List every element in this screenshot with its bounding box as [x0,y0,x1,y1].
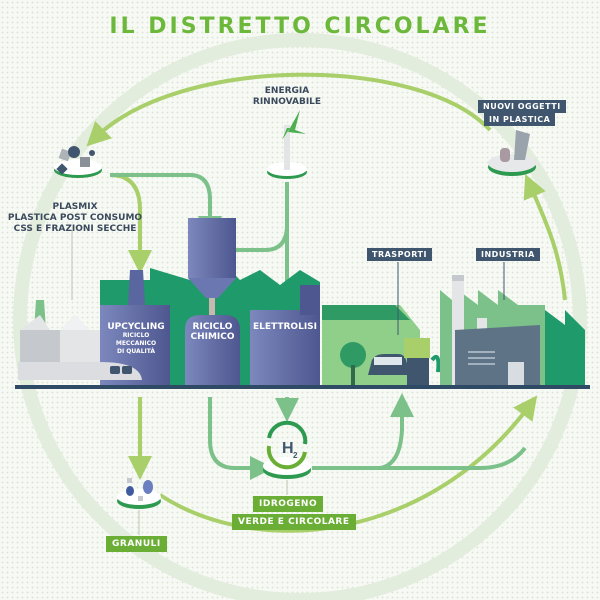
energia-label: ENERGIA RINNOVABILE [237,86,337,108]
plastic-objects-icon [488,130,536,176]
tree-icon [340,342,366,368]
plasmix-line-1: PLASMIX [52,202,98,212]
riciclo-chimico-line-2: CHIMICO [190,332,235,342]
upcycling-sub-1: RICICLO [122,332,150,339]
plant-elettrolisi [250,310,320,385]
upcycling-label: UPCYCLING RICICLO MECCANICO DI QUALITÀ [100,322,172,356]
trasporti-tag: TRASPORTI [367,248,432,261]
upcycling-sub-3: DI QUALITÀ [116,348,156,355]
idrogeno-tag-2: VERDE E CIRCOLARE [232,514,356,530]
nuovi-oggetti-tag-2: IN PLASTICA [484,113,556,126]
plastic-waste-icon [54,146,102,178]
upcycling-sub-2: MECCANICO [115,340,157,347]
riciclo-chimico-line-1: RICICLO [192,322,233,332]
flow-arrow-idrogeno-industria [312,446,527,470]
energia-line-1: ENERGIA [264,86,310,96]
plasmix-line-2: PLASTICA POST CONSUMO [7,213,143,223]
flow-arrow-plasmix-chimico [110,173,222,240]
flow-arrow-chimico-idrogeno [208,397,274,480]
nuovi-oggetti-tag-1: NUOVI OGGETTI [478,100,566,113]
flow-arrow-top-arc [86,72,492,147]
page-title: IL DISTRETTO CIRCOLARE [109,14,491,39]
granuli-tag: GRANULI [106,536,167,552]
upcycling-title: UPCYCLING [107,322,165,332]
background-ring [13,33,587,600]
flow-arrow-industria-to-oggetti [523,173,567,301]
ground-line [15,385,590,389]
h2-symbol: H [282,440,294,457]
industria-tag: INDUSTRIA [476,248,540,261]
plant-riciclo-chimico [185,315,240,385]
elettrolisi-label: ELETTROLISI [252,322,317,332]
wind-turbine-icon [267,110,307,179]
plasmix-label: PLASMIX PLASTICA POST CONSUMO CSS E FRAZ… [5,202,145,235]
h2-subscript: 2 [293,451,298,460]
energia-line-2: RINNOVABILE [252,97,322,107]
plasmix-line-3: CSS E FRAZIONI SECCHE [13,224,137,234]
flow-arrow-idrogeno-trasporti [379,393,414,470]
riciclo-chimico-label: RICICLO CHIMICO [185,322,240,342]
hydrogen-cycle-icon: H 2 [263,420,311,479]
reactor-tank [188,218,236,278]
granules-icon [117,478,161,509]
idrogeno-tag-1: IDROGENO [253,496,324,512]
